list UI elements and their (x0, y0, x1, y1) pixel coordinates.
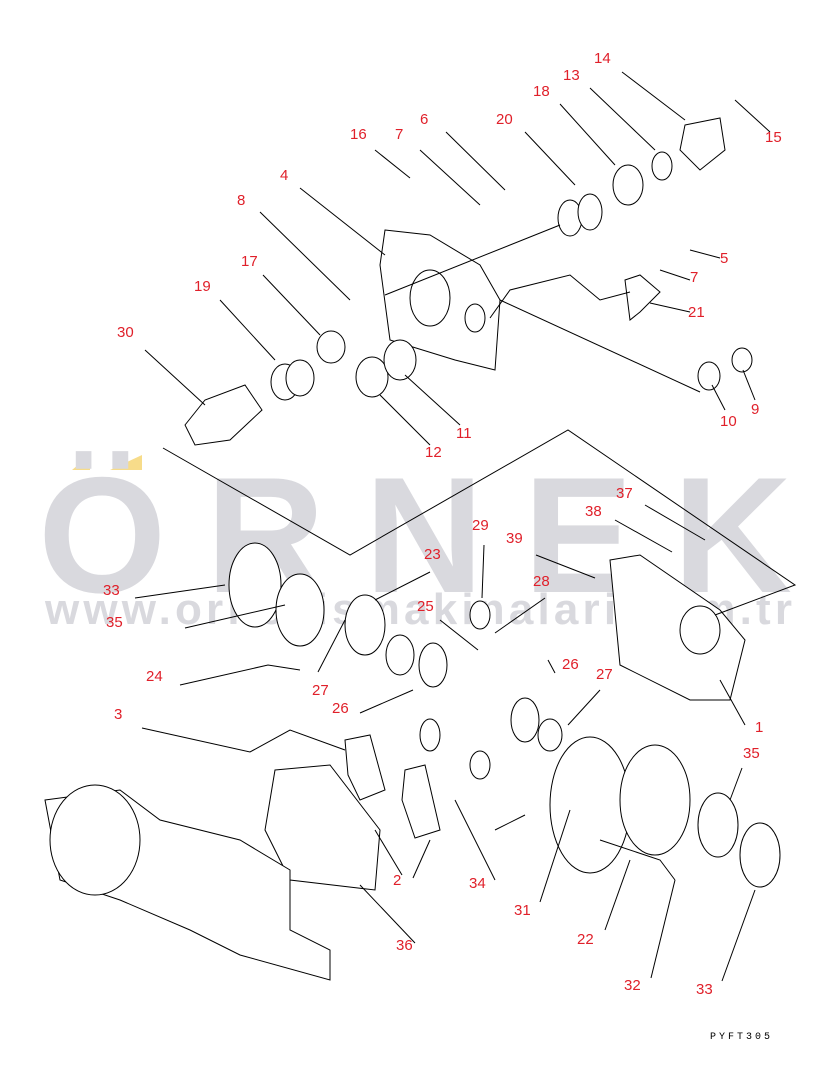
callout: 9 (751, 401, 759, 418)
watermark-accent (110, 455, 142, 470)
callout: 10 (720, 413, 737, 430)
part-31-ring-gear (549, 736, 631, 874)
callout: 20 (496, 111, 513, 128)
callout: 13 (563, 67, 580, 84)
callout: 38 (585, 503, 602, 520)
callout: 7 (690, 269, 698, 286)
part-1-housing (609, 554, 746, 701)
callout: 37 (616, 485, 633, 502)
callout: 7 (395, 126, 403, 143)
callout: 30 (117, 324, 134, 341)
callout: 21 (688, 304, 705, 321)
callout: 11 (456, 425, 472, 442)
part-36-gasket (264, 764, 381, 891)
callout: 5 (720, 250, 728, 267)
callout: 26 (562, 656, 579, 673)
callout: 29 (472, 517, 489, 534)
callout: 1 (755, 719, 763, 736)
callout: 4 (280, 167, 288, 184)
callout: 18 (533, 83, 550, 100)
callout: 39 (506, 530, 523, 547)
callout: 26 (332, 700, 349, 717)
callout: 15 (765, 129, 782, 146)
parts (44, 117, 781, 981)
callouts: 16 7 6 20 18 13 14 15 4 8 17 19 30 5 7 2… (103, 50, 782, 998)
callout: 23 (424, 546, 441, 563)
callout: 8 (237, 192, 245, 209)
part-30-pinion (184, 384, 263, 446)
callout: 33 (696, 981, 713, 998)
callout: 19 (194, 278, 211, 295)
drawing-code: PYFT305 (710, 1032, 773, 1043)
callout: 35 (106, 614, 123, 631)
part-22-case (619, 744, 691, 856)
callout: 3 (114, 706, 122, 723)
callout: 32 (624, 977, 641, 994)
callout: 35 (743, 745, 760, 762)
leader-lines (134, 71, 797, 982)
watermark-accent (72, 455, 90, 470)
callout: 22 (577, 931, 594, 948)
callout: 16 (350, 126, 367, 143)
callout: 27 (596, 666, 613, 683)
callout: 2 (393, 872, 401, 889)
callout: 25 (417, 598, 434, 615)
callout: 17 (241, 253, 258, 270)
callout: 6 (420, 111, 428, 128)
callout: 12 (425, 444, 442, 461)
callout: 36 (396, 937, 413, 954)
callout: 24 (146, 668, 163, 685)
callout: 34 (469, 875, 486, 892)
callout: 27 (312, 682, 329, 699)
callout: 33 (103, 582, 120, 599)
callout: 28 (533, 573, 550, 590)
callout: 31 (514, 902, 531, 919)
callout: 14 (594, 50, 611, 67)
